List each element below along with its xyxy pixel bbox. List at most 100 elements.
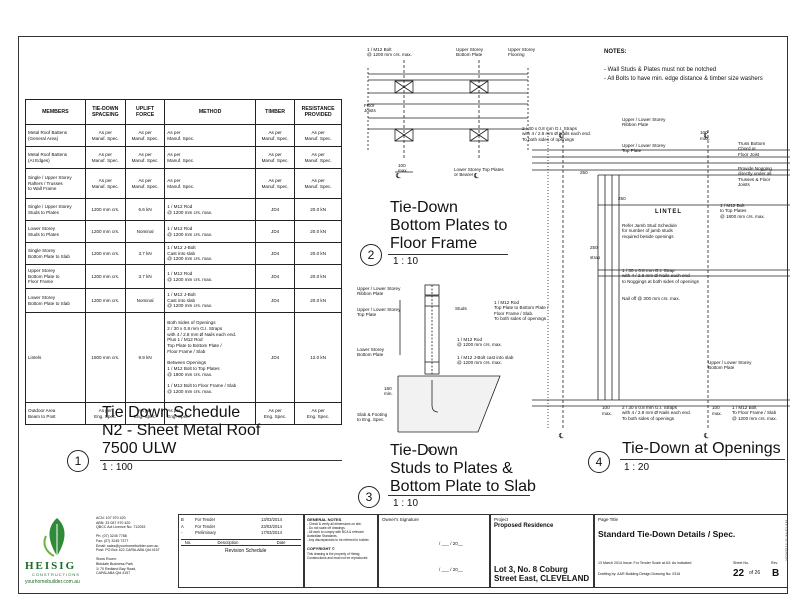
sheet-number: 22 <box>733 568 745 579</box>
lintel-label: LINTEL <box>655 209 682 215</box>
detail-2-drawing <box>367 60 529 173</box>
centreline-symbol: ℄ <box>703 433 709 440</box>
detail-4-straps-bot-label: 2 / 30 x 0.8 mm G.I. Straps with 4 / 2.8… <box>622 405 691 421</box>
detail-4-strap-single-label: 1 / 30 x 0.8 mm G.I. Strap with 4 / 2.8 … <box>622 268 699 284</box>
detail-3-slab-label: Slab & Footing to Eng. Spec. <box>357 412 388 423</box>
issue-meta: 13 March 2014 Issue: For Tender Scale at… <box>598 561 692 565</box>
detail-4-dim-label: max. <box>700 136 710 141</box>
detail-3-jbolt-label: 1 / M12 J-Bolt cast into slab @ 1200 mm … <box>457 355 514 366</box>
detail-2-title: Tie-Down Bottom Plates to Floor Frame <box>390 199 508 252</box>
revision-cell: 17/03/2014 <box>261 530 282 535</box>
detail-4-bottom-plate-label: Upper / Lower Storey Bottom Plate <box>708 360 752 371</box>
sheet-number-label: Sheet No. <box>733 561 749 565</box>
centreline-symbol: ℄ <box>473 173 479 180</box>
owner-date: / ___ / 20__ <box>439 567 463 572</box>
detail-4-nail-off-label: Nail off @ 300 mm crs. max. <box>622 296 680 301</box>
detail-3-rod-label: 1 / M12 Rod Top Plate to Bottom Plate / … <box>494 300 549 322</box>
detail-4-scale: 1 : 20 <box>624 462 650 473</box>
company-subtitle: CONSTRUCTIONS <box>32 572 80 577</box>
sheet-border <box>18 36 788 594</box>
table-cell: JD4 <box>254 312 296 403</box>
notes-heading: NOTES: <box>604 49 627 55</box>
centreline-symbol: ℄ <box>703 133 709 140</box>
table-cell: 3.7 kN <box>124 242 166 265</box>
column-header: MEMBERS <box>25 99 86 125</box>
notes-lines: - Wall Studs & Plates must not be notche… <box>604 67 763 82</box>
table-cell: 1200 mm crs. <box>84 264 126 289</box>
detail-4-ribbon-label: Upper / Lower Storey Ribbon Plate <box>622 117 666 128</box>
detail-2-upper-floor-label: Upper Storey Flooring <box>508 47 536 58</box>
table-cell: As per Manuf. Spec. <box>294 168 342 199</box>
detail-3-title: Tie-Down Studs to Plates & Bottom Plate … <box>390 442 536 495</box>
detail-4-top-plate-label: Upper / Lower Storey Top Plate <box>622 143 666 154</box>
table-cell: As per Eng. Spec. <box>254 402 296 425</box>
detail-4-bolt-top-label: 1 / M12 Bolt to Top Plates @ 1800 mm crs… <box>720 203 765 219</box>
general-notes-title: GENERAL NOTES <box>307 517 342 522</box>
centreline-symbol: ℄ <box>558 133 564 140</box>
table-cell: As per Eng. Spec. <box>124 402 166 425</box>
table-cell: As per Manuf. Spec. <box>84 146 126 169</box>
table-cell: As per Manuf. Spec. <box>164 168 256 199</box>
table-cell: Both Sides of Openings 2 / 30 x 0.8 mm G… <box>164 312 256 403</box>
page-title-block: Page Title Standard Tie-Down Details / S… <box>594 514 788 588</box>
table-cell: Single / Upper Storey Rafters / Trusses … <box>25 168 86 199</box>
general-notes-block: GENERAL NOTES - Check & verify all dimen… <box>304 514 378 588</box>
title-underline <box>388 254 508 255</box>
table-cell: 12.0 kN <box>294 312 342 403</box>
title-underline <box>388 495 530 496</box>
detail-4-truss-label: Truss Bottom Chord or Floor Joist <box>738 141 766 157</box>
general-notes-text: - Check & verify all dimensions on site.… <box>307 522 370 543</box>
detail-2-upper-plate-label: Upper Storey Bottom Plate <box>456 47 484 58</box>
detail-4-drawing <box>532 130 790 430</box>
detail-1-scale: 1 : 100 <box>102 462 133 473</box>
revision-header-cell: Date <box>276 540 286 545</box>
revision-cell: A <box>181 523 184 529</box>
company-url: yourhomebuilder.com.au <box>25 579 80 585</box>
table-cell: Lower Storey Bottom Plate to Slab <box>25 288 86 313</box>
table-cell: JD4 <box>254 264 296 289</box>
table-row: Metal Roof Battens (At Edges)As per Manu… <box>25 146 342 169</box>
copyright-text: This drawing is the property of Heisig C… <box>307 551 369 560</box>
table-cell: 1200 mm crs. <box>84 288 126 313</box>
revision-letter: B <box>772 568 780 579</box>
detail-2-scale: 1 : 10 <box>393 256 419 267</box>
revision-header-cell: Description <box>217 540 239 545</box>
table-cell: As per Eng. Spec. <box>84 402 126 425</box>
table-row: Metal Roof Battens (General Area)As per … <box>25 124 342 147</box>
company-name: HEISIG <box>25 560 77 572</box>
table-row: Single / Upper Storey Rafters / Trusses … <box>25 168 342 199</box>
column-header: UPLIFT FORCE <box>124 99 166 125</box>
detail-3-marker: 3 <box>358 486 380 508</box>
detail-2-dim-label: 100 max. <box>398 163 408 174</box>
detail-4-dim-label: max. <box>712 411 722 416</box>
detail-3-lower-bottom-label: Lower Storey Bottom Plate <box>357 347 385 358</box>
table-cell: 9.9 kN <box>124 312 166 403</box>
detail-1-marker: 1 <box>67 450 89 472</box>
detail-4-marker: 4 <box>588 451 610 473</box>
detail-4-title: Tie-Down at Openings <box>622 440 781 457</box>
table-cell: Outdoor Area Beam to Post <box>25 402 86 425</box>
table-cell: 1 / M12 J-Bolt Cast into slab @ 1200 mm … <box>164 288 256 313</box>
detail-3-studs-label: Studs <box>455 306 467 311</box>
revision-cell: - <box>181 530 183 535</box>
detail-4-dim-label: 250 <box>590 245 598 250</box>
detail-4-dim-label: 250 <box>580 170 588 175</box>
table-cell: As per Eng. Spec. <box>294 402 342 425</box>
project-address: Lot 3, No. 8 Coburg Street East, CLEVELA… <box>494 565 590 583</box>
revision-header-cell: No. <box>184 540 192 545</box>
project-label: Project <box>494 517 509 522</box>
page-title-label: Page Title <box>598 517 619 522</box>
drafting-meta: Drafting by: A&R Building Design Drawing… <box>598 572 681 576</box>
centreline-symbol: ℄ <box>427 447 433 454</box>
table-cell: Metal Roof Battens (General Area) <box>25 124 86 147</box>
